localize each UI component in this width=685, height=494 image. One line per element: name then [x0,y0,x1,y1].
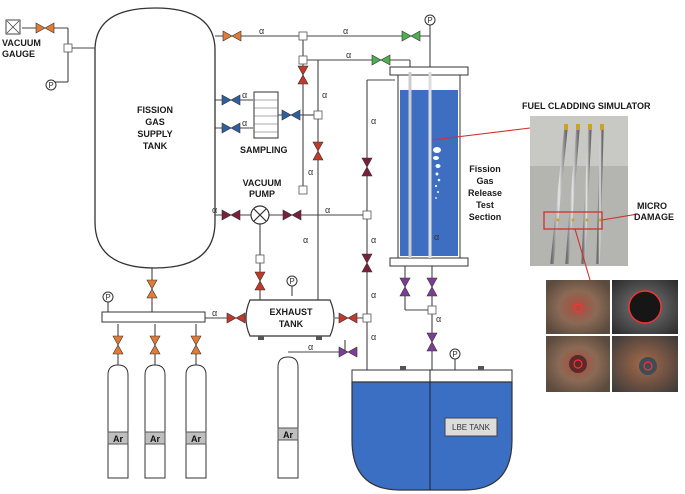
valve-test-3 [426,332,438,352]
fuel-cladding-label: FUEL CLADDING SIMULATOR [522,101,651,111]
valve-pump-2 [282,209,302,221]
supply-tank-label-1: FISSION [137,105,173,115]
flow-symbols: α α α α α α α α α α α α α α α α α α [212,26,441,352]
flow-7: α [308,167,313,177]
pressure-gauge-manifold-text: P [105,293,110,302]
sampling-unit: SAMPLING [240,91,288,155]
valve-v-1 [297,65,309,85]
cylinder-2: Ar [144,364,166,479]
pressure-gauge-vacuum: P [45,79,57,91]
supply-tank-label-4: TANK [143,141,168,151]
test-section: Fission Gas Release Test Section [389,66,531,267]
exhaust-tank-label-1: EXHAUST [269,307,313,317]
cylinder-1-label: Ar [113,434,123,444]
flow-5: α [242,118,247,128]
valve-cylinder-4 [338,346,358,358]
supply-tank-label-2: GAS [145,117,165,127]
flow-1: α [259,26,264,36]
cylinder-3: Ar [185,364,207,479]
cylinder-1: Ar [107,364,129,479]
lbe-tank: LBE TANK [351,366,513,491]
flow-14: α [371,290,376,300]
valve-v-3 [361,157,373,177]
flow-18: α [434,232,439,242]
pressure-gauge-top-text: P [427,16,432,25]
flow-6: α [322,90,327,100]
argon-cylinders: Ar Ar Ar Ar [107,356,299,479]
flow-17: α [308,342,313,352]
flow-13: α [212,308,217,318]
valve-cyl-2 [149,335,161,355]
lbe-tank-label: LBE TANK [452,423,491,432]
valve-cyl-3 [190,335,202,355]
supply-tank-label-3: SUPPLY [137,129,172,139]
pressure-gauge-lbe-text: P [452,350,457,359]
flow-8: α [371,116,376,126]
valve-sampling-1 [221,94,241,106]
flow-12: α [303,235,308,245]
cylinder-4: Ar [277,356,299,479]
valve-pump-1 [221,209,241,221]
flow-4: α [242,90,247,100]
test-section-label-1: Fission [469,164,501,174]
micro-damage-label-2: DAMAGE [634,212,674,222]
fuel-cladding-photo: FUEL CLADDING SIMULATOR MICRO DAMAGE [522,101,674,281]
micro-damage-label-1: MICRO [637,201,667,211]
flow-9: α [371,235,376,245]
valve-top-1 [222,30,242,42]
flow-11: α [325,205,330,215]
valve-test-2 [426,277,438,297]
valve-top-2 [401,30,421,42]
cylinder-2-label: Ar [150,434,160,444]
valve-gauge [35,22,55,34]
valve-cyl-1 [112,335,124,355]
flow-16: α [436,314,441,324]
vacuum-gauge-label-1: VACUUM [2,38,41,48]
fittings [63,31,437,323]
valve-exhaust-2 [338,312,358,324]
micro-damage-images [546,280,678,392]
valve-sampling-2 [221,122,241,134]
flow-10: α [212,205,217,215]
test-section-label-2: Gas [476,176,493,186]
flow-3: α [346,50,351,60]
fission-gas-supply-tank: FISSION GAS SUPPLY TANK [94,7,216,269]
exhaust-tank: EXHAUST TANK [245,299,335,340]
test-section-label-3: Release [468,188,502,198]
valve-supply-bottom [146,279,158,299]
valve-v-2 [312,141,324,161]
vacuum-gauge-label-2: GAUGE [2,49,35,59]
gas-manifold [101,311,206,323]
pressure-gauge-lbe: P [449,348,461,360]
valve-v-4 [361,253,373,273]
vacuum-gauge: VACUUM GAUGE [2,19,41,59]
valve-test-1 [399,277,411,297]
valve-pump-down [254,271,266,291]
pressure-gauge-exhaust-text: P [289,277,294,286]
pressure-gauges: P P P P P [45,14,461,360]
test-section-label-4: Test [476,200,494,210]
pressure-gauge-vacuum-text: P [48,81,53,90]
exhaust-tank-label-2: TANK [279,319,304,329]
vacuum-pump: VACUUM PUMP [243,178,282,225]
flow-15: α [371,332,376,342]
sampling-label: SAMPLING [240,145,288,155]
test-section-label-5: Section [469,212,502,222]
cylinder-4-label: Ar [283,430,293,440]
pressure-gauge-exhaust: P [286,275,298,287]
valves [35,22,438,358]
pressure-gauge-manifold: P [102,291,114,303]
pressure-gauge-top: P [424,14,436,26]
flow-2: α [343,26,348,36]
valve-top-3 [371,54,391,66]
cylinder-3-label: Ar [191,434,201,444]
valve-sampling-3 [281,109,301,121]
vacuum-pump-label-2: PUMP [249,189,275,199]
valve-exhaust-1 [226,312,246,324]
vacuum-pump-label-1: VACUUM [243,178,282,188]
